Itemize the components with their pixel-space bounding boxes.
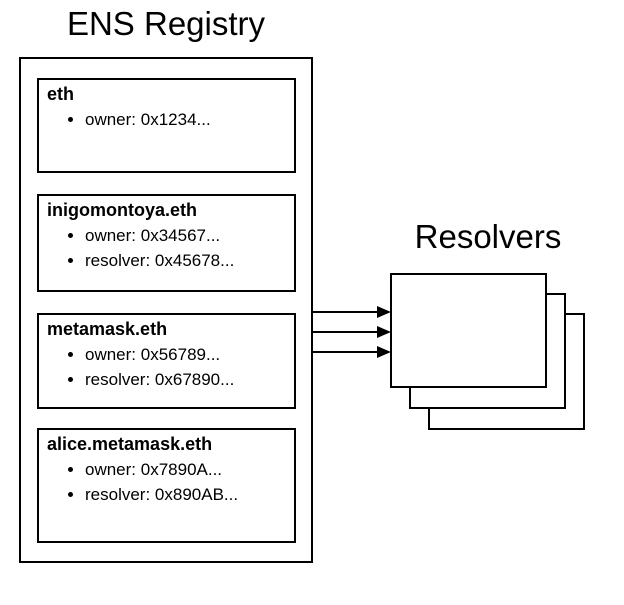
record-properties: owner: 0x34567... resolver: 0x45678... [47, 223, 286, 273]
record-property-owner: owner: 0x1234... [85, 107, 286, 132]
registry-container: eth owner: 0x1234... inigomontoya.eth ow… [19, 57, 313, 563]
resolver-box-front [390, 273, 547, 388]
record-properties: owner: 0x7890A... resolver: 0x890AB... [47, 457, 286, 507]
record-properties: owner: 0x1234... [47, 107, 286, 132]
record-property-owner: owner: 0x56789... [85, 342, 286, 367]
record-property-resolver: resolver: 0x67890... [85, 367, 286, 392]
flow-arrow [313, 326, 391, 338]
registry-title: ENS Registry [66, 5, 266, 42]
record-property-resolver: resolver: 0x45678... [85, 248, 286, 273]
record-metamask-eth: metamask.eth owner: 0x56789... resolver:… [37, 313, 296, 409]
resolvers-title: Resolvers [414, 218, 562, 255]
flow-arrow [313, 346, 391, 358]
registry-to-resolvers-arrows [313, 306, 391, 358]
record-inigomontoya-eth: inigomontoya.eth owner: 0x34567... resol… [37, 194, 296, 292]
record-alice-metamask-eth: alice.metamask.eth owner: 0x7890A... res… [37, 428, 296, 543]
record-name: eth [47, 84, 74, 104]
record-eth: eth owner: 0x1234... [37, 78, 296, 173]
record-properties: owner: 0x56789... resolver: 0x67890... [47, 342, 286, 392]
record-name: metamask.eth [47, 319, 168, 339]
record-name: alice.metamask.eth [47, 434, 213, 454]
record-property-owner: owner: 0x34567... [85, 223, 286, 248]
record-property-owner: owner: 0x7890A... [85, 457, 286, 482]
record-property-resolver: resolver: 0x890AB... [85, 482, 286, 507]
record-name: inigomontoya.eth [47, 200, 197, 220]
flow-arrow [313, 306, 391, 318]
